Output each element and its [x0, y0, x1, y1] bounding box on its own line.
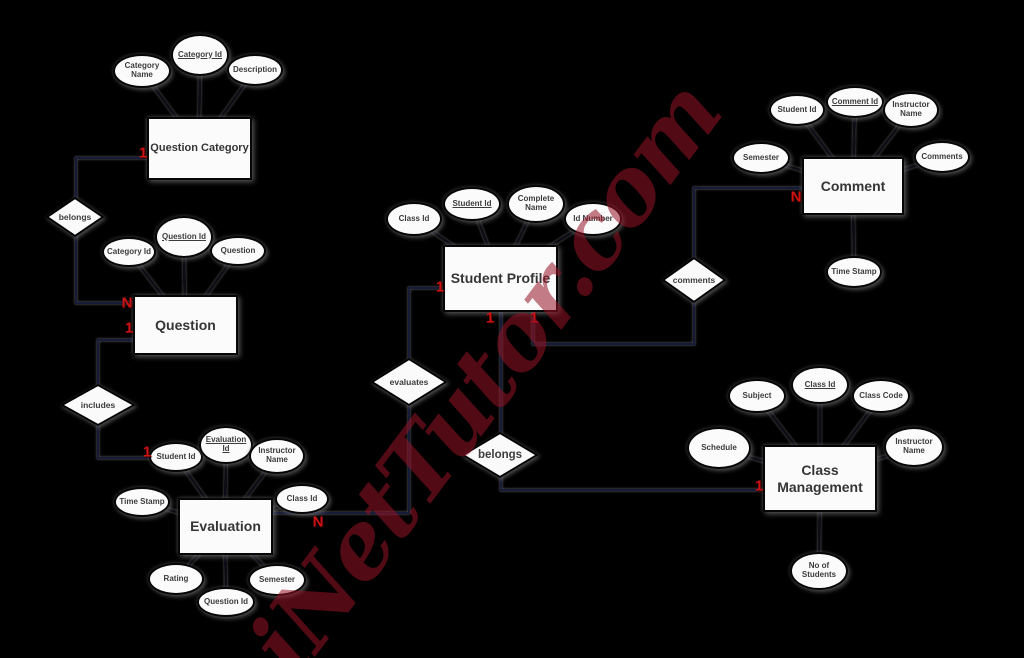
cardinality-label: N [790, 188, 802, 206]
entity-label: Question Category [150, 142, 249, 155]
attribute-question-id: Question Id [197, 587, 255, 617]
cardinality-label: N [312, 513, 324, 531]
attribute-evaluation-id-key: Evaluation Id [199, 426, 253, 464]
attribute-category-name: Category Name [113, 54, 171, 88]
relationship-lines [74, 156, 802, 515]
relationship-comments-diamond [661, 256, 727, 304]
entity-class-management: Class Management [763, 445, 877, 512]
entity-label: Comment [820, 177, 886, 194]
entity-question: Question [133, 295, 238, 355]
attribute-class-id: Class Id [386, 202, 442, 236]
attribute-instructor-name: Instructor Name [249, 438, 305, 474]
cardinality-label: 1 [754, 477, 764, 495]
relationship-belongs-2-diamond [461, 431, 539, 479]
attribute-student-id-key: Student Id [443, 187, 501, 221]
entity-label: Question [155, 316, 216, 333]
attribute-student-id: Student Id [149, 442, 203, 472]
attribute-subject: Subject [728, 379, 786, 413]
attribute-complete-name: Complete Name [507, 185, 565, 223]
relationship-label-evaluates: evaluates [389, 377, 429, 387]
attribute-rating: Rating [148, 563, 204, 595]
attribute-semester: Semester [248, 564, 306, 596]
attribute-time-stamp: Time Stamp [114, 487, 170, 517]
cardinality-label: 1 [485, 309, 495, 327]
cardinality-label: 1 [124, 319, 134, 337]
attribute-instructor-name: Instructor Name [883, 92, 939, 128]
cardinality-label: 1 [142, 443, 152, 461]
entity-label: Student Profile [450, 270, 551, 287]
attribute-comments: Comments [914, 141, 970, 173]
attribute-time-stamp: Time Stamp [826, 256, 882, 288]
cardinality-label: N [121, 294, 133, 312]
attribute-semester: Semester [732, 142, 790, 174]
attribute-class-code: Class Code [852, 379, 910, 413]
entity-question-category: Question Category [147, 117, 252, 180]
entity-student-profile: Student Profile [443, 245, 558, 312]
attribute-class-id-key: Class Id [791, 366, 849, 404]
attribute-question-id-key: Question Id [155, 216, 213, 258]
relationship-label-belongs-2: belongs [477, 449, 523, 461]
attribute-comment-id-key: Comment Id [826, 86, 884, 118]
attribute-instructor-name: Instructor Name [884, 427, 944, 467]
cardinality-label: 1 [435, 278, 445, 296]
attribute-schedule: Schedule [687, 427, 751, 469]
cardinality-label: 1 [138, 144, 148, 162]
entity-label: Evaluation [190, 518, 261, 535]
attribute-id-number: Id Number [564, 202, 622, 236]
entity-comment: Comment [802, 157, 904, 215]
attribute-no-of-students: No of Students [790, 552, 848, 590]
relationship-includes-diamond [59, 383, 137, 427]
relationship-label-includes: includes [80, 400, 116, 410]
attribute-question: Question [210, 236, 266, 266]
entity-label: Class Management [777, 462, 863, 495]
attribute-category-id: Category Id [102, 237, 156, 267]
attribute-category-id-key: Category Id [171, 34, 229, 76]
attribute-student-id: Student Id [769, 94, 825, 126]
relationship-evaluates-diamond [370, 357, 448, 407]
relationship-label-comments: comments [672, 275, 716, 285]
entity-evaluation: Evaluation [178, 498, 273, 555]
attribute-description: Description [227, 54, 283, 86]
relationship-belongs-1-diamond [45, 196, 105, 238]
attribute-class-id: Class Id [275, 484, 329, 514]
cardinality-label: 1 [529, 309, 539, 327]
relationship-label-belongs-1: belongs [58, 212, 92, 222]
